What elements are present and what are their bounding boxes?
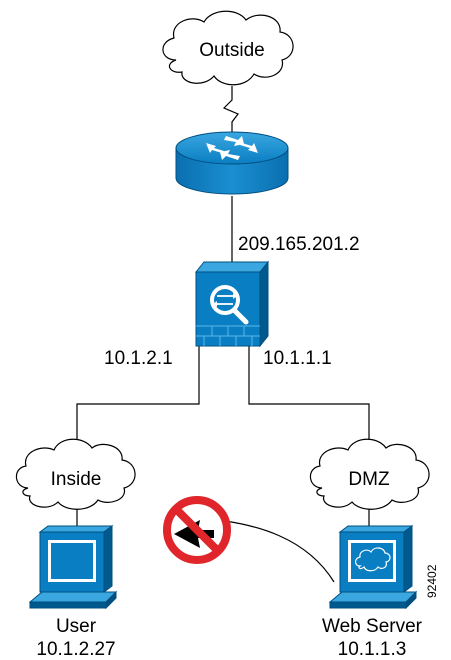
workstation-icon	[28, 525, 118, 610]
outside-label: Outside	[199, 40, 264, 61]
dmz-cloud: DMZ	[309, 438, 430, 510]
inside-label: Inside	[51, 469, 102, 490]
figure-id: 92402	[425, 564, 439, 598]
outside-interface-ip: 209.165.201.2	[238, 234, 360, 255]
inside-interface-ip: 10.1.2.1	[104, 348, 173, 369]
inside-cloud: Inside	[15, 438, 136, 510]
inside-link	[76, 346, 200, 447]
user-ip: 10.1.2.27	[36, 639, 115, 660]
web-server-icon	[328, 525, 418, 610]
dmz-interface-ip: 10.1.1.1	[263, 348, 332, 369]
dmz-label: DMZ	[348, 469, 390, 490]
outside-cloud: Outside	[162, 10, 294, 86]
web-server-name: Web Server	[322, 616, 423, 637]
router-icon	[175, 131, 289, 195]
user-name: User	[56, 616, 97, 637]
dmz-link	[248, 346, 370, 447]
serial-link	[222, 86, 239, 140]
web-server-ip: 10.1.1.3	[338, 639, 407, 660]
security-appliance-icon	[194, 260, 270, 348]
prohibited-icon	[163, 496, 231, 564]
